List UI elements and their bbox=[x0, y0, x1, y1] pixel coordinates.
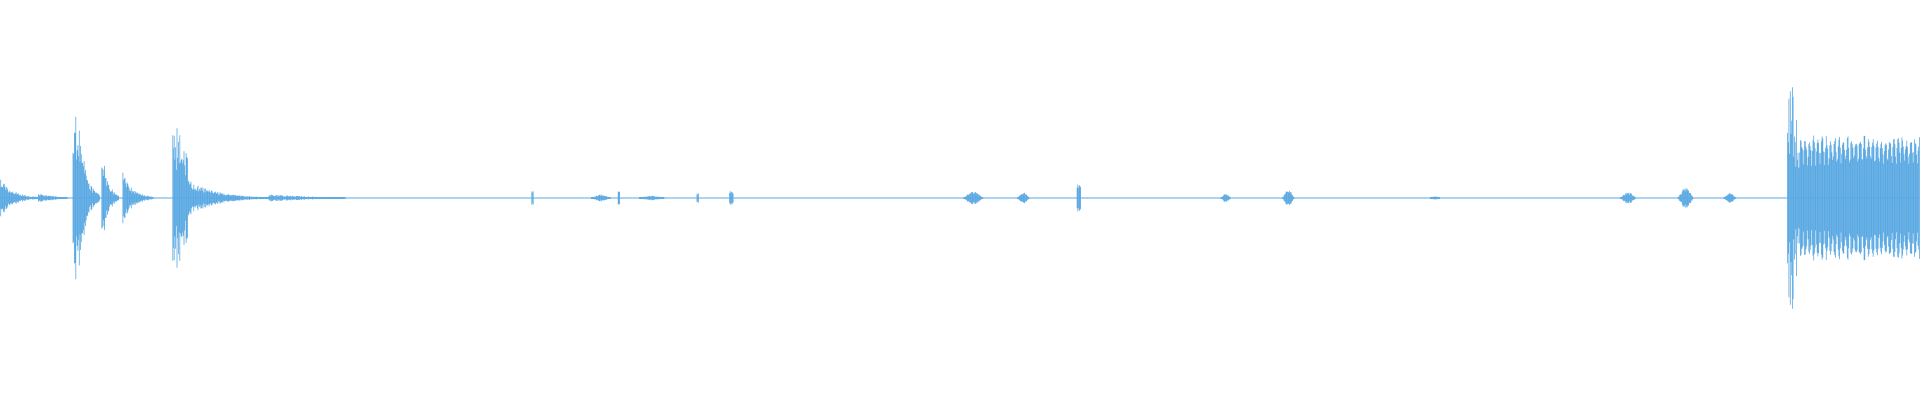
waveform-bars bbox=[0, 87, 1920, 309]
